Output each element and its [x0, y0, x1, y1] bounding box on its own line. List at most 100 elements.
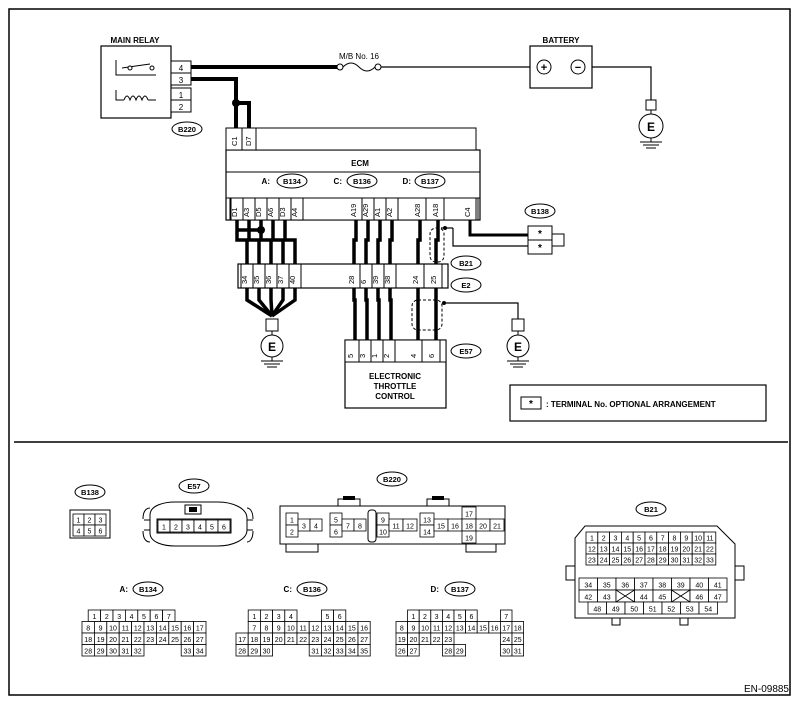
face-b137-pin: 31: [514, 649, 522, 656]
face-b134-pin: 4: [130, 614, 134, 621]
shield-dashed-upper: [429, 227, 445, 263]
ground-symbol-battery: E: [638, 99, 664, 149]
ground-symbol-right: E: [506, 318, 530, 368]
face-b134-pin: 21: [122, 637, 130, 644]
b220-face-pin: 3: [302, 524, 306, 531]
face-b137-pin: 29: [456, 649, 464, 656]
svg-text:ECM: ECM: [351, 159, 369, 168]
svg-text:B21: B21: [459, 259, 473, 268]
face-b136-pin: 29: [250, 649, 258, 656]
face-b137-pin: 13: [456, 626, 464, 633]
outer-frame: [8, 8, 791, 696]
face-b136-pin: 28: [238, 649, 246, 656]
b21-face-pin: 42: [584, 595, 592, 602]
e57-face-pin: 4: [198, 525, 202, 532]
svg-text:C:: C:: [334, 177, 342, 186]
face-b134-pin: 15: [171, 626, 179, 633]
face-b134-pin: 26: [184, 637, 192, 644]
face-b137-pin: 4: [446, 614, 450, 621]
wire-relay-ecm: [191, 77, 238, 128]
b21-pin: 6: [359, 280, 368, 284]
connector-e2-tag: E2: [450, 277, 482, 293]
svg-text:ELECTRONIC: ELECTRONIC: [369, 372, 421, 381]
face-b136-pin: 11: [299, 626, 306, 633]
face-b137-pin: 9: [411, 626, 415, 633]
face-b134-pin: 7: [167, 614, 171, 621]
svg-text:B137: B137: [451, 585, 469, 594]
svg-text:B220: B220: [178, 125, 196, 134]
connector-face-b134-tag: B134: [132, 581, 164, 597]
ecm-pin: D5: [254, 207, 263, 217]
b21-face-pin: 23: [588, 558, 596, 565]
b21-face-pin: 1: [590, 536, 594, 543]
face-b137-pin: 16: [491, 626, 499, 633]
b21-face-pin: 6: [649, 536, 653, 543]
e57-pin: 5: [346, 354, 355, 358]
battery-label: BATTERY: [543, 36, 581, 45]
face-b134-pin: 12: [134, 626, 142, 633]
b21-face-pin: 37: [640, 583, 648, 590]
face-b134-pin: 25: [171, 637, 179, 644]
face-b137-pin: 22: [433, 637, 441, 644]
face-b136-pin: 7: [252, 626, 256, 633]
b21-face-pin: 51: [649, 607, 657, 614]
ecm-pin: A4: [290, 208, 299, 217]
face-b137-pin: 2: [423, 614, 427, 621]
svg-text:E: E: [647, 120, 655, 134]
b220-face-pin: 18: [465, 524, 473, 531]
face-b136-pin: 21: [287, 637, 295, 644]
b21-face-pin: 31: [682, 558, 690, 565]
b21-face-pin: 19: [671, 547, 679, 554]
svg-text:E57: E57: [459, 347, 472, 356]
b21-face-pin: 30: [671, 558, 679, 565]
face-b136-pin: 10: [287, 626, 295, 633]
face-b137-pin: 6: [469, 614, 473, 621]
connector-face-b137-tag: B137: [444, 581, 476, 597]
ecm-pin: D1: [230, 207, 239, 217]
b21-face-pin: 18: [659, 547, 667, 554]
b21-face-pin: 20: [682, 547, 690, 554]
relay-pin: 2: [179, 103, 184, 112]
b21-face-pin: 26: [623, 558, 631, 565]
face-b134-pin: 11: [122, 626, 129, 633]
b21-face-pin: 10: [694, 536, 702, 543]
face-b134-pin: 27: [196, 637, 204, 644]
svg-text:E57: E57: [187, 482, 200, 491]
face-b137-pin: 28: [444, 649, 452, 656]
b21-face-pin: 48: [593, 607, 601, 614]
face-b134-pin: 29: [97, 649, 105, 656]
battery: + −: [529, 45, 593, 89]
face-b136-pin: 15: [348, 626, 356, 633]
e57-face-pin: 3: [186, 525, 190, 532]
svg-text:: TERMINAL No. OPTIONAL ARRANG: : TERMINAL No. OPTIONAL ARRANGEMENT: [546, 400, 716, 409]
face-b136-pin: 9: [277, 626, 281, 633]
b21-face-pin: 49: [612, 607, 620, 614]
b220-face-pin: 10: [379, 530, 387, 537]
face-b137-pin: 7: [504, 614, 508, 621]
connector-e57-tag: E57: [450, 343, 482, 359]
face-b136-pin: 12: [311, 626, 319, 633]
ecm-pin: A19: [349, 204, 358, 217]
face-b134-pin: 1: [92, 614, 96, 621]
face-b136-pin: 5: [326, 614, 330, 621]
face-b137-pin: 5: [458, 614, 462, 621]
b220-face-pin: 17: [465, 512, 473, 519]
connector-b134-tag: B134: [283, 177, 302, 186]
face-b136-pin: 6: [338, 614, 342, 621]
label-c: C:: [284, 585, 292, 594]
face-b136-pin: 13: [324, 626, 332, 633]
main-relay: 4 3 1 2: [100, 45, 192, 119]
b21-face-pin: 25: [612, 558, 620, 565]
b21-pin: 25: [429, 276, 438, 284]
b21-face-pin: 21: [694, 547, 702, 554]
b21-face-pin: 27: [635, 558, 643, 565]
face-b136-pin: 20: [275, 637, 283, 644]
svg-text:CONTROL: CONTROL: [375, 392, 415, 401]
fuse-mb16: M/B No. 16: [336, 52, 382, 72]
face-b136-pin: 32: [324, 649, 332, 656]
b21-face-pin: 16: [635, 547, 643, 554]
face-b136-pin: 24: [324, 637, 332, 644]
ecm-pin: A28: [413, 204, 422, 217]
